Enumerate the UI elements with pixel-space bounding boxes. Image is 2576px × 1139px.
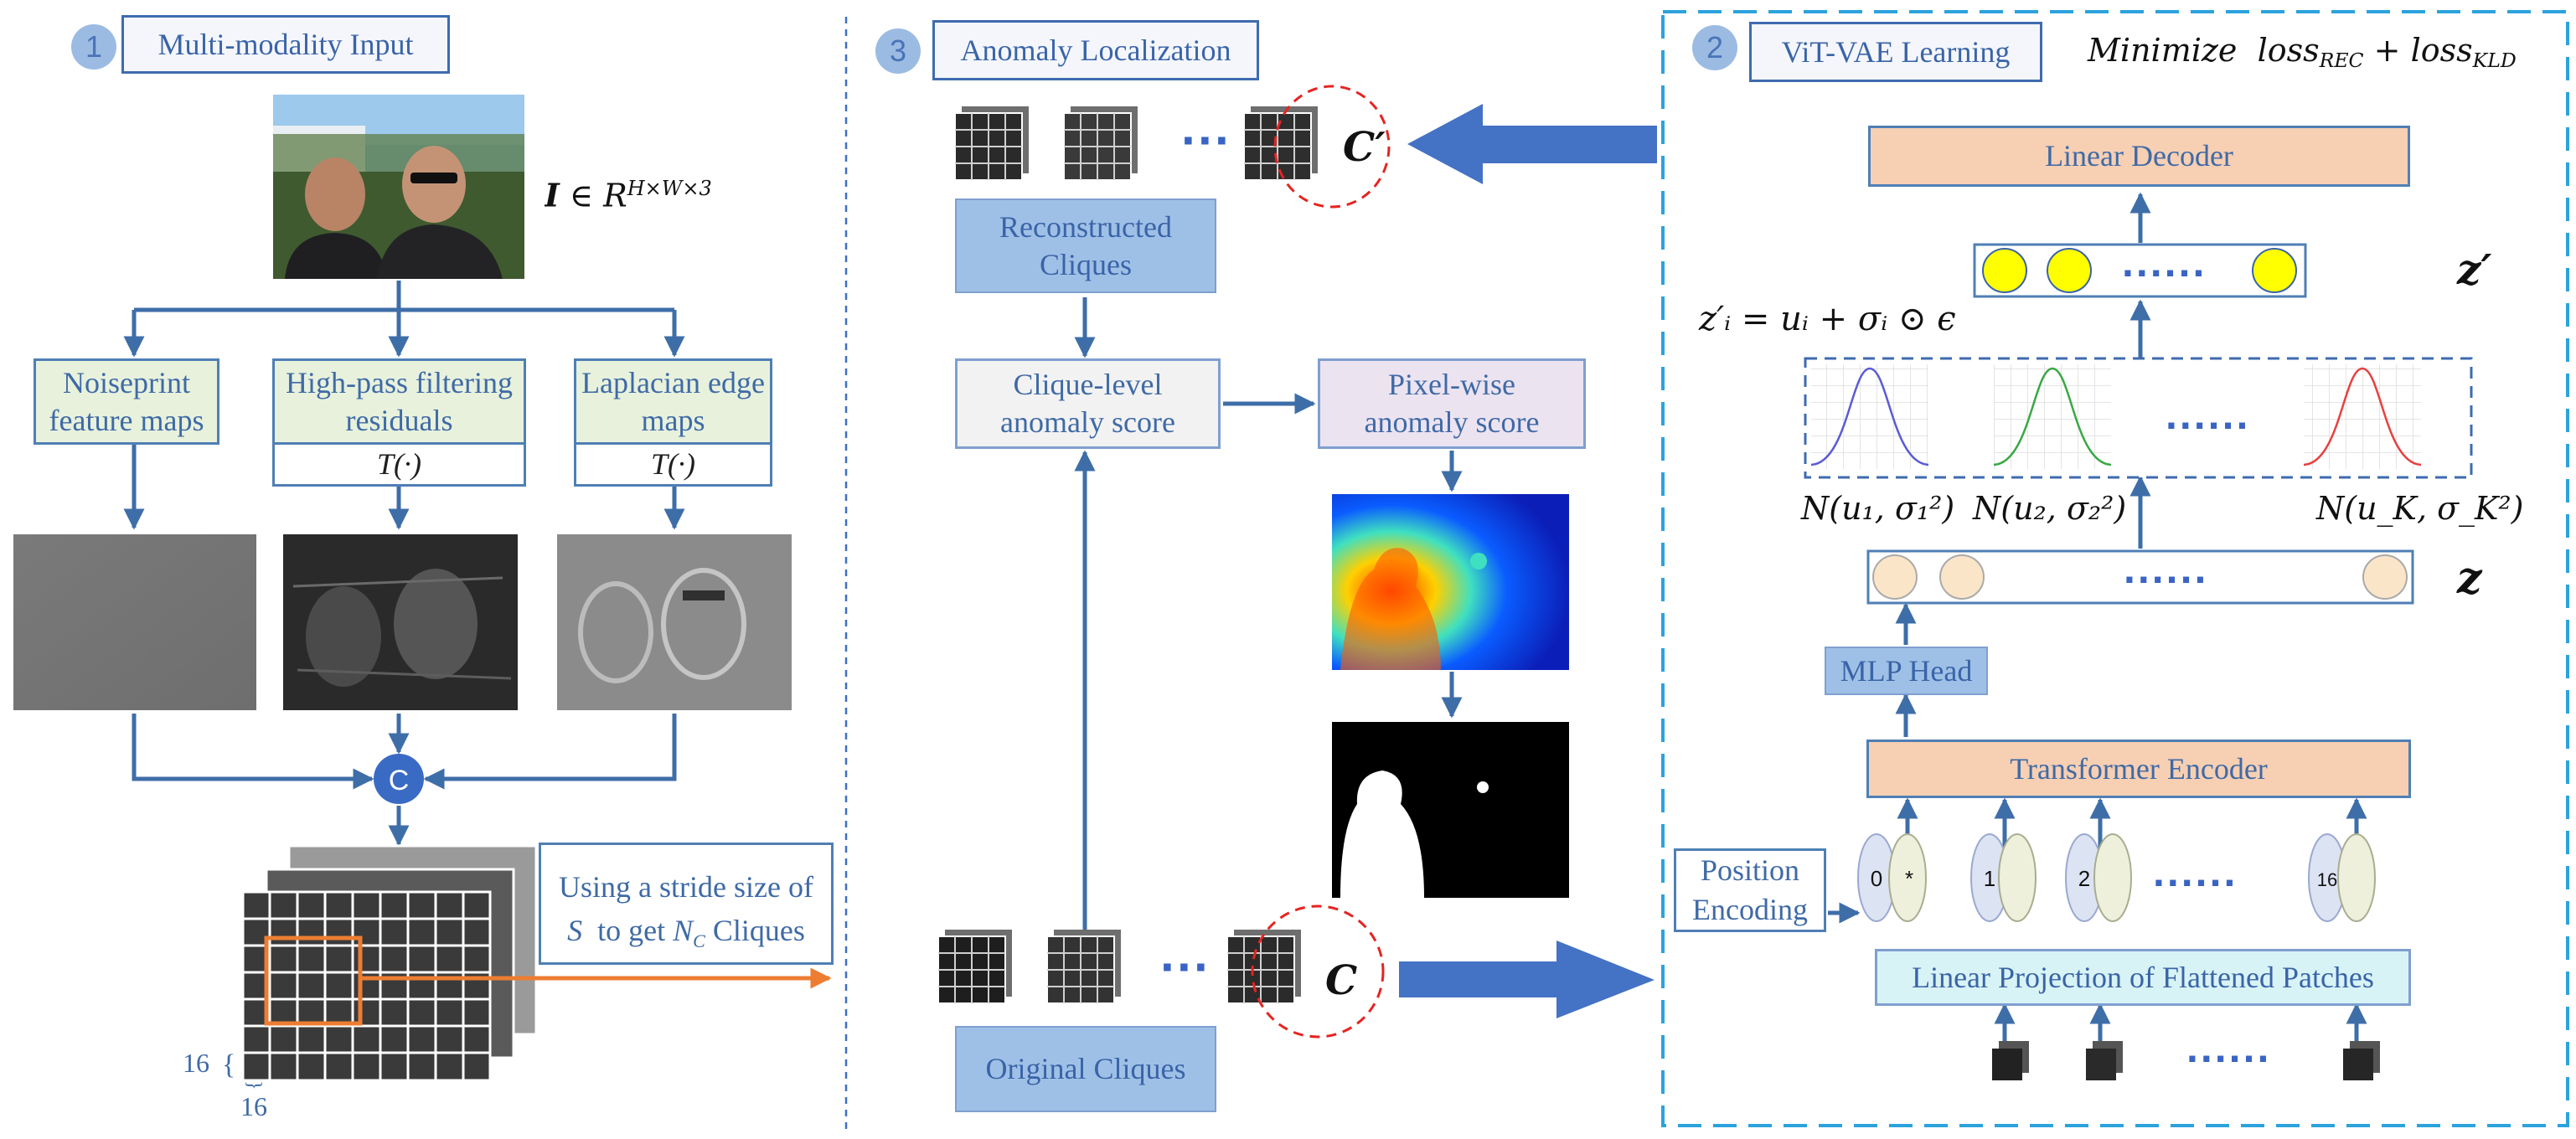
z-circle — [1872, 554, 1918, 600]
reconstructed-clique-thumbnails — [954, 106, 1318, 181]
section-title-input: Multi-modality Input — [121, 15, 450, 74]
pixel-score-box: Pixel-wise anomaly score — [1318, 358, 1586, 449]
z-prime-label: z′ — [2457, 245, 2492, 294]
section-number-vitvae: 2 — [1692, 25, 1737, 70]
section-title-localization: Anomaly Localization — [932, 20, 1259, 80]
gaussian-plot-2 — [1993, 364, 2112, 469]
original-cliques-box: Original Cliques — [955, 1026, 1216, 1112]
z-prime-circle — [2252, 248, 2297, 293]
localization-arrows — [1074, 297, 1463, 930]
highpass-box: High-pass filtering residuals — [272, 358, 526, 445]
vitvae-dashed-frame — [1661, 10, 2569, 1127]
section-number-localization: 3 — [875, 28, 921, 74]
c-highlight — [1251, 904, 1385, 1038]
token-label: 16 — [2317, 869, 2337, 890]
noiseprint-box: Noiseprint feature maps — [34, 358, 219, 445]
patch-dots: ...... — [2186, 1024, 2271, 1071]
token-patch — [1888, 833, 1927, 922]
gaussian-plot-1 — [1810, 364, 1929, 469]
section-title-vitvae: ViT-VAE Learning — [1749, 22, 2042, 82]
linear-projection-box: Linear Projection of Flattened Patches — [1875, 949, 2411, 1006]
big-arrow-to-localization — [1407, 104, 1657, 184]
patch-height-label: 16 — [183, 1048, 209, 1078]
z-circle — [2362, 554, 2408, 600]
gaussian-dots: ...... — [2166, 391, 2250, 438]
noiseprint-map — [13, 534, 256, 710]
map-arrows — [123, 445, 685, 847]
input-formula: I ∈ RH×W×3 — [545, 176, 712, 214]
token-dots: ...... — [2153, 848, 2238, 895]
position-encoding-box: Position Encoding — [1674, 848, 1826, 932]
laplacian-transform: T(·) — [574, 442, 772, 487]
stride-note: Using a stride size of S to get NC Cliqu… — [539, 843, 834, 965]
c-label: C — [1325, 957, 1358, 1004]
concat-symbol: C — [389, 765, 410, 796]
clique-stack — [241, 844, 538, 1082]
token-patch — [2337, 833, 2376, 922]
original-clique-thumbnails — [937, 930, 1301, 1004]
patch-width-brace: } — [243, 1080, 265, 1090]
token-patch — [2093, 833, 2132, 922]
reparam-formula: z′ᵢ = uᵢ + σᵢ ⊙ ϵ — [1699, 300, 1956, 338]
z-prime-bar — [1973, 243, 2307, 298]
z-prime-dots: ...... — [2122, 239, 2207, 286]
laplacian-box: Laplacian edge maps — [574, 358, 772, 445]
linear-decoder-box: Linear Decoder — [1868, 126, 2410, 187]
input-patch-thumbnails — [1992, 1041, 2380, 1080]
laplacian-map — [557, 534, 792, 710]
z-dots: ...... — [2124, 545, 2208, 592]
z-circle — [1939, 554, 1985, 600]
token-patch — [1998, 833, 2037, 922]
binary-anomaly-mask — [1332, 722, 1569, 898]
token-label: 1 — [1984, 866, 1995, 891]
input-split-arrows — [123, 281, 685, 358]
c-prime-label: C′ — [1343, 124, 1386, 171]
objective-formula: Minimize lossREC + lossKLD — [2088, 32, 2517, 73]
z-label: z — [2457, 553, 2482, 604]
clique-score-box: Clique-level anomaly score — [955, 358, 1221, 449]
token-label: * — [1905, 866, 1913, 891]
c-prime-highlight — [1273, 85, 1391, 209]
highpass-map — [283, 534, 518, 710]
token-label: 2 — [2078, 866, 2090, 891]
dist-label-2: N(u₂, σ₂²) — [1973, 490, 2127, 527]
reconstructed-ellipsis: ··· — [1181, 112, 1231, 168]
z-prime-circle — [1982, 248, 2027, 293]
concat-node — [374, 754, 424, 804]
dist-label-k: N(u_K, σ_K²) — [2316, 490, 2524, 527]
input-photo — [273, 95, 524, 279]
section-number-input: 1 — [71, 24, 116, 70]
z-prime-circle — [2047, 248, 2092, 293]
big-arrow-to-vitvae — [1399, 941, 1655, 1018]
patch-height-brace: { — [222, 1049, 235, 1080]
gaussian-plot-k — [2303, 364, 2422, 469]
patch-width-label: 16 — [240, 1091, 267, 1121]
mlp-head-box: MLP Head — [1825, 647, 1988, 695]
token-label: 0 — [1871, 866, 1882, 891]
pixel-anomaly-heatmap — [1332, 494, 1569, 670]
transformer-encoder-box: Transformer Encoder — [1866, 740, 2411, 798]
highpass-transform: T(·) — [272, 442, 526, 487]
original-ellipsis: ··· — [1160, 939, 1211, 995]
dist-label-1: N(u₁, σ₁²) — [1801, 490, 1955, 527]
reconstructed-cliques-box: Reconstructed Cliques — [955, 198, 1216, 293]
